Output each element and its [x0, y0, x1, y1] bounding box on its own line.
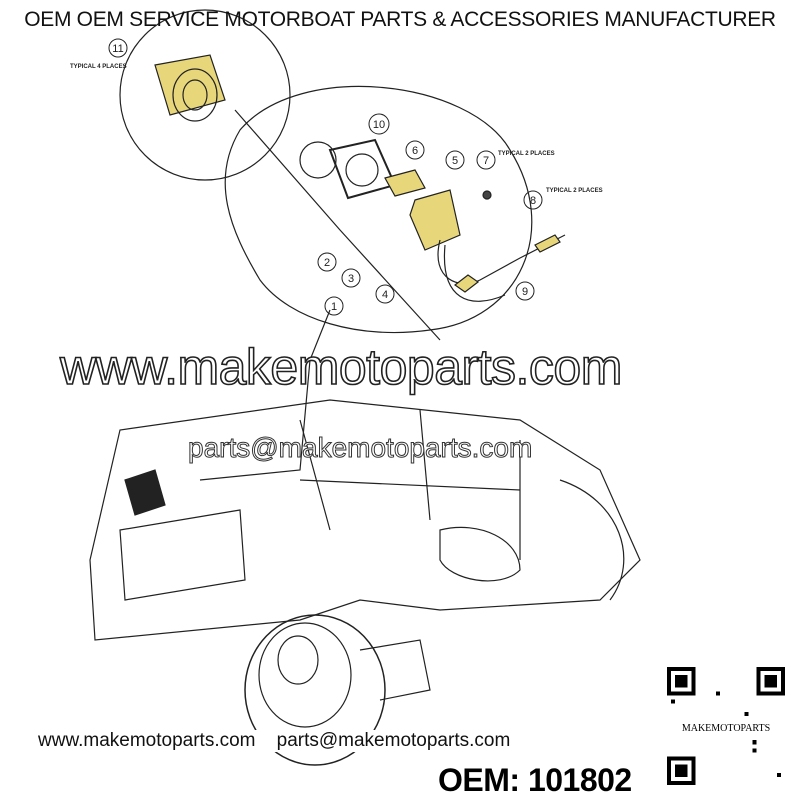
page-title: OEM OEM SERVICE MOTORBOAT PARTS & ACCESS…	[24, 8, 776, 31]
plug-part	[384, 169, 426, 197]
qr-module	[675, 764, 688, 777]
detail-circle-small	[119, 9, 291, 181]
callout-9: 9	[522, 286, 528, 298]
oem-number: OEM: 101802	[438, 762, 632, 798]
qr-module	[667, 756, 696, 761]
footer-website: www.makemotoparts.com	[38, 730, 256, 751]
note-typical-2-places: TYPICAL 2 PLACES	[498, 151, 555, 157]
connector	[534, 234, 561, 253]
leader-line	[199, 309, 331, 481]
detail-circle-large	[224, 85, 533, 334]
qr-label: MAKEMOTOPARTS	[672, 723, 780, 734]
qr-module	[667, 667, 696, 672]
callout-markers	[108, 38, 543, 316]
qr-module	[667, 667, 672, 696]
nut	[482, 190, 492, 200]
gasket-part	[299, 138, 397, 200]
qr-module	[764, 675, 777, 688]
qr-module	[691, 756, 696, 785]
qr-module	[675, 675, 688, 688]
qr-module	[756, 667, 761, 696]
receptacle-body	[409, 189, 461, 251]
qr-module	[667, 756, 672, 785]
callout-5: 5	[452, 155, 458, 167]
qr-module	[756, 691, 785, 696]
qr-module	[752, 748, 757, 753]
footer-email: parts@makemotoparts.com	[276, 730, 511, 751]
qr-module	[691, 667, 696, 696]
callout-7: 7	[483, 155, 489, 167]
qr-module	[752, 740, 757, 745]
callout-6: 6	[412, 145, 418, 157]
footer-contact: www.makemotoparts.com parts@makemotopart…	[38, 730, 511, 752]
callout-10: 10	[373, 119, 385, 131]
leader-line	[234, 109, 441, 341]
callout-1: 1	[331, 301, 337, 313]
connector	[453, 274, 480, 293]
qr-module	[715, 691, 720, 696]
qr-module	[667, 691, 696, 696]
wire	[437, 234, 566, 285]
qr-module	[667, 780, 696, 785]
watermark-website: www.makemotoparts.com	[59, 338, 623, 396]
callout-8: 8	[530, 195, 536, 207]
watermark-email: parts@makemotoparts.com	[187, 432, 533, 464]
wire	[443, 244, 506, 302]
qr-module	[671, 699, 676, 704]
qr-module	[744, 711, 749, 716]
note-typical-4-places: TYPICAL 4 PLACES	[70, 64, 127, 70]
qr-module	[780, 667, 785, 696]
receptacle-part	[154, 54, 226, 122]
callout-3: 3	[348, 273, 354, 285]
wheel	[244, 614, 386, 766]
golf-cart-sketch	[89, 399, 641, 766]
callout-11: 11	[112, 43, 123, 55]
qr-module	[756, 667, 785, 672]
callout-2: 2	[324, 257, 330, 269]
qr-module	[776, 772, 781, 777]
note-typical-2-places: TYPICAL 2 PLACES	[546, 188, 603, 194]
callout-4: 4	[382, 289, 388, 301]
